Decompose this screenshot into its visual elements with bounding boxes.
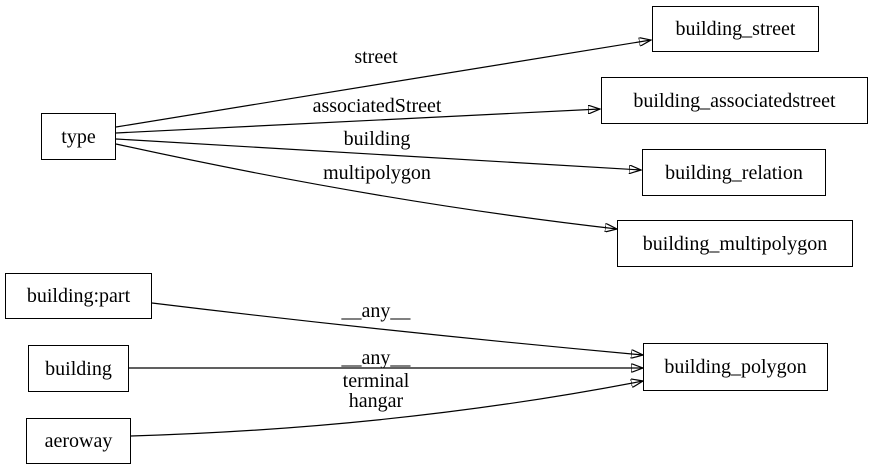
edge-label-street: street: [354, 46, 398, 68]
node-building-polygon: building_polygon: [643, 343, 828, 391]
node-type: type: [41, 113, 116, 160]
node-building-street: building_street: [652, 6, 819, 52]
node-building-associatedstreet: building_associatedstreet: [601, 77, 868, 124]
edge-buildingpart-building_polygon: [151, 302, 643, 355]
edge-label-any-building: __any__: [341, 347, 411, 369]
edge-label-terminal: terminal: [342, 370, 410, 392]
edge-label-hangar: hangar: [348, 390, 404, 412]
node-building-part: building:part: [5, 273, 152, 319]
node-building-multipolygon: building_multipolygon: [617, 220, 853, 267]
edge-label-multipolygon: multipolygon: [323, 162, 431, 184]
edge-label-any-buildingpart: __any__: [341, 300, 411, 322]
edge-label-associatedstreet: associatedStreet: [312, 95, 442, 117]
edge-type-building_street: [115, 40, 651, 128]
edge-type-building_relation: [115, 138, 641, 170]
edge-label-building: building: [343, 128, 411, 150]
node-building: building: [28, 345, 129, 392]
node-aeroway: aeroway: [26, 418, 131, 464]
edge-aeroway-building_polygon: [130, 381, 643, 437]
edge-label-terminal-hangar: terminal hangar: [343, 371, 410, 411]
edge-type-building_multipolygon: [115, 143, 617, 229]
edge-type-building_associatedstreet: [115, 109, 600, 134]
node-building-relation: building_relation: [642, 149, 826, 196]
